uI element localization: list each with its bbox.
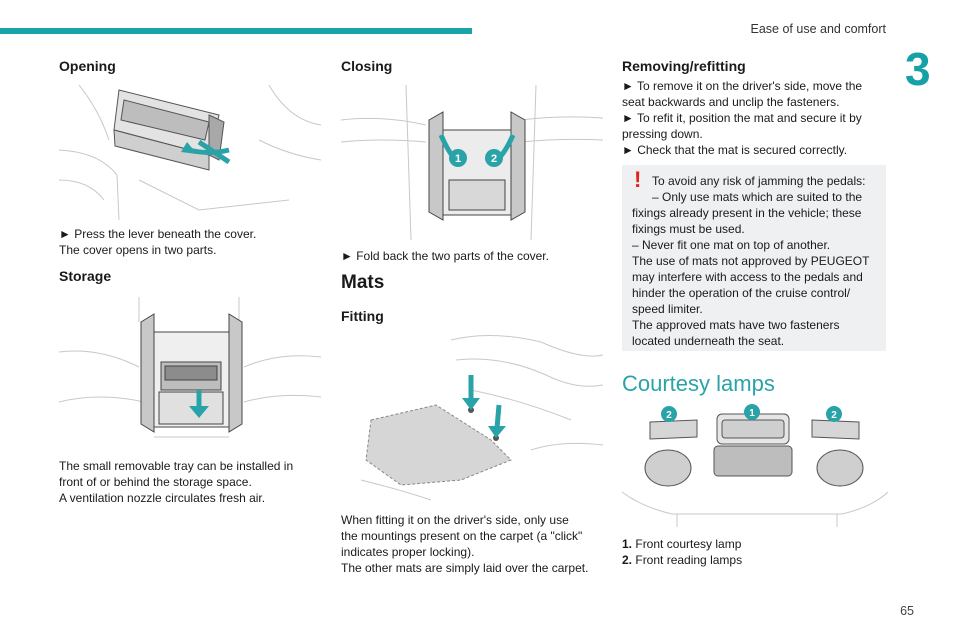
fitting-line-1: When fitting it on the driver's side, on… — [341, 513, 569, 527]
page-number: 65 — [900, 604, 914, 618]
warning-line-4: fixings must be used. — [632, 222, 745, 236]
fitting-text: When fitting it on the driver's side, on… — [341, 512, 603, 576]
warning-line-11: located underneath the seat. — [632, 334, 785, 348]
warning-text: To avoid any risk of jamming the pedals:… — [632, 173, 882, 349]
warning-line-2: – Only use mats which are suited to the — [652, 190, 863, 204]
courtesy-callout-right: 2 — [831, 410, 837, 421]
legend-item-1: 1. Front courtesy lamp — [622, 536, 888, 552]
fitting-line-2: the mountings present on the carpet (a "… — [341, 529, 583, 543]
courtesy-callout-center: 1 — [749, 408, 755, 419]
closing-callout-2: 2 — [491, 153, 497, 165]
warning-icon: ! — [634, 167, 642, 192]
removing-line-3: ► To refit it, position the mat and secu… — [622, 111, 862, 125]
chapter-title: Ease of use and comfort — [750, 22, 887, 36]
warning-line-1: To avoid any risk of jamming the pedals: — [652, 174, 866, 188]
removing-line-5: ► Check that the mat is secured correctl… — [622, 143, 848, 157]
storage-text: The small removable tray can be installe… — [59, 458, 321, 506]
opening-illustration — [58, 84, 322, 221]
legend-text-2: Front reading lamps — [635, 553, 743, 567]
removing-line-1: ► To remove it on the driver's side, mov… — [622, 79, 863, 93]
fitting-line-3: indicates proper locking). — [341, 545, 475, 559]
warning-line-10: The approved mats have two fasteners — [632, 318, 840, 332]
fitting-illustration — [360, 335, 604, 501]
removing-line-2: seat backwards and unclip the fasteners. — [622, 95, 840, 109]
storage-line-3: A ventilation nozzle circulates fresh ai… — [59, 491, 266, 505]
opening-line-1: ► Press the lever beneath the cover. — [59, 227, 257, 241]
warning-line-9: speed limiter. — [632, 302, 703, 316]
warning-line-3: fixings already present in the vehicle; … — [632, 206, 862, 220]
opening-heading: Opening — [59, 58, 116, 74]
closing-callout-1: 1 — [455, 153, 461, 165]
legend-num-1: 1. — [622, 537, 633, 551]
storage-heading: Storage — [59, 268, 112, 284]
warning-line-8: hinder the operation of the cruise contr… — [632, 286, 851, 300]
closing-line-1: ► Fold back the two parts of the cover. — [341, 249, 549, 263]
removing-heading: Removing/refitting — [622, 58, 746, 74]
closing-heading: Closing — [341, 58, 393, 74]
removing-line-4: pressing down. — [622, 127, 703, 141]
closing-illustration: 1 2 — [340, 84, 604, 241]
storage-line-2: front of or behind the storage space. — [59, 475, 252, 489]
top-accent-bar — [0, 28, 472, 34]
legend-text-1: Front courtesy lamp — [635, 537, 742, 551]
mats-heading: Mats — [341, 272, 385, 293]
fitting-line-4: The other mats are simply laid over the … — [341, 561, 589, 575]
closing-text: ► Fold back the two parts of the cover. — [341, 248, 603, 264]
storage-illustration — [58, 297, 322, 438]
warning-box: ! To avoid any risk of jamming the pedal… — [622, 165, 886, 351]
storage-line-1: The small removable tray can be installe… — [59, 459, 294, 473]
opening-line-2: The cover opens in two parts. — [59, 243, 217, 257]
warning-line-5: – Never fit one mat on top of another. — [632, 238, 831, 252]
legend-num-2: 2. — [622, 553, 633, 567]
legend-item-2: 2. Front reading lamps — [622, 552, 888, 568]
opening-text: ► Press the lever beneath the cover. The… — [59, 226, 321, 258]
courtesy-legend: 1. Front courtesy lamp 2. Front reading … — [622, 536, 888, 568]
removing-text: ► To remove it on the driver's side, mov… — [622, 78, 888, 158]
courtesy-illustration: 2 1 2 — [621, 404, 889, 527]
courtesy-callout-left: 2 — [666, 410, 672, 421]
warning-line-7: may interfere with access to the pedals … — [632, 270, 863, 284]
fitting-heading: Fitting — [341, 308, 384, 324]
warning-line-6: The use of mats not approved by PEUGEOT — [632, 254, 870, 268]
chapter-number: 3 — [905, 43, 931, 95]
courtesy-heading: Courtesy lamps — [622, 371, 775, 396]
